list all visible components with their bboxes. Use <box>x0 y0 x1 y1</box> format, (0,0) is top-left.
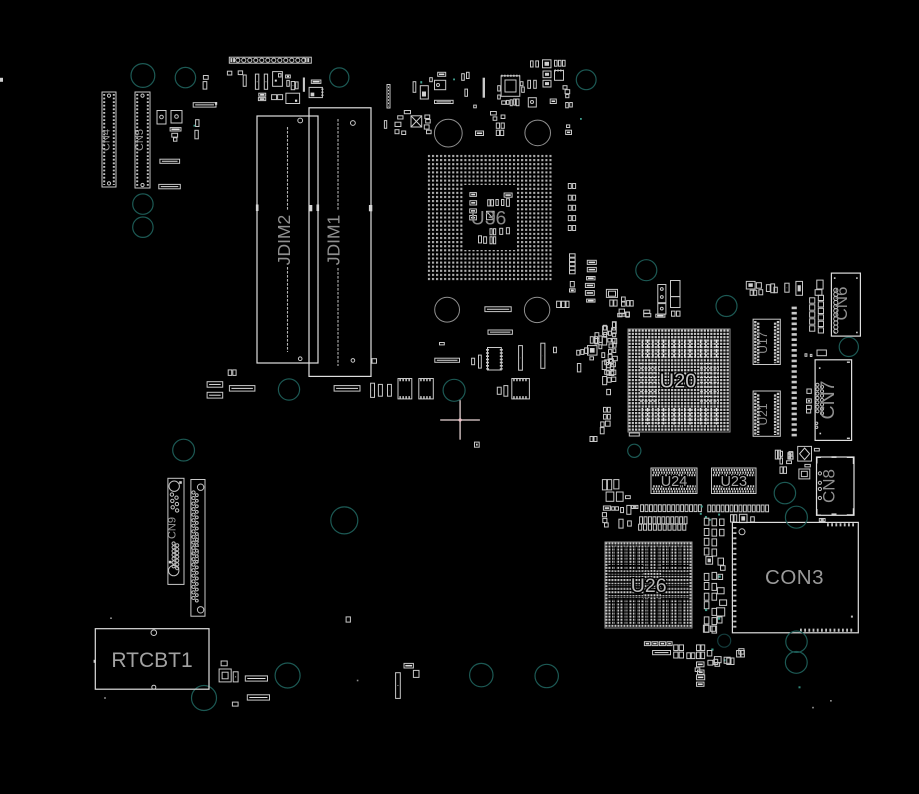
svg-text:U17: U17 <box>756 331 770 353</box>
svg-text:U36: U36 <box>471 208 507 230</box>
svg-text:U23: U23 <box>720 474 747 490</box>
svg-text:U20: U20 <box>660 371 697 393</box>
svg-text:CON2: CON2 <box>190 534 202 563</box>
svg-text:RTCBT1: RTCBT1 <box>111 649 192 672</box>
svg-text:U21: U21 <box>756 403 770 425</box>
svg-text:CON3: CON3 <box>765 566 824 589</box>
svg-text:CN7: CN7 <box>817 380 839 419</box>
svg-text:JDIM1: JDIM1 <box>324 215 344 266</box>
svg-text:U24: U24 <box>661 474 688 490</box>
svg-text:CN4: CN4 <box>101 129 113 151</box>
svg-text:CN8: CN8 <box>820 469 839 503</box>
svg-text:JDIM2: JDIM2 <box>274 215 294 266</box>
svg-text:U26: U26 <box>631 575 667 597</box>
svg-text:CN9: CN9 <box>167 517 179 539</box>
svg-text:CN6: CN6 <box>832 286 851 320</box>
svg-text:CN5: CN5 <box>134 129 146 151</box>
